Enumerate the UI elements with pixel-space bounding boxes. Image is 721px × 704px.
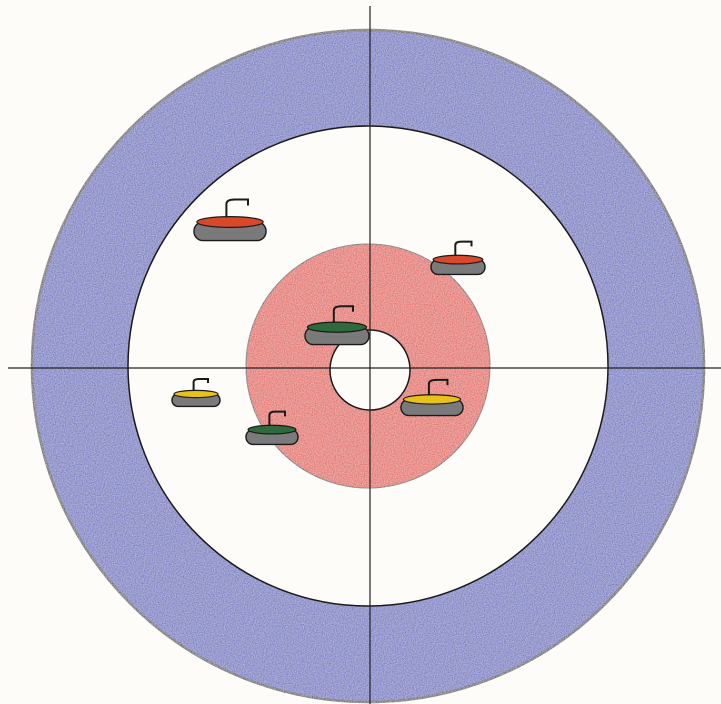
stone-cap: [403, 395, 460, 404]
stone-cap: [433, 255, 483, 264]
stone-cap: [174, 390, 218, 397]
stone-cap: [248, 425, 296, 434]
stone-cap: [197, 217, 263, 228]
stone-cap: [308, 322, 367, 332]
